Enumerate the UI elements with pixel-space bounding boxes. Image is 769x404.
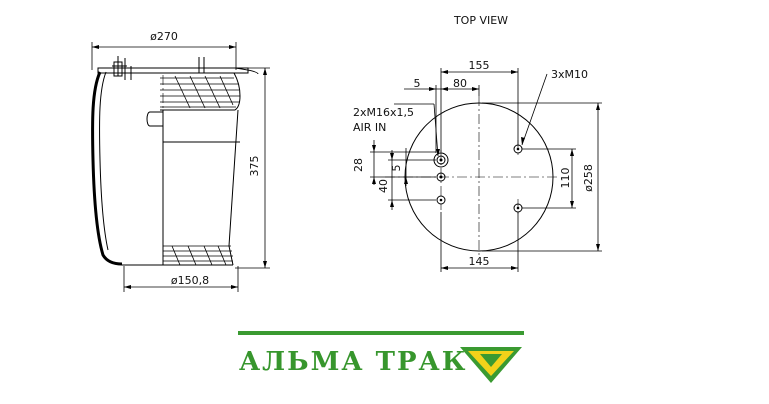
dim-40-label: 40 — [377, 179, 390, 193]
top-stud-right — [198, 57, 205, 73]
bellow-wall-left — [91, 71, 123, 266]
dim-5-left-label: 5 — [390, 165, 403, 172]
side-port — [146, 111, 163, 127]
dim-80-label: 80 — [453, 77, 467, 90]
top-stud-left — [112, 56, 132, 80]
m10-callout — [521, 73, 548, 146]
dim-5-top-label: 5 — [414, 77, 421, 90]
dim-left-stack — [370, 140, 436, 210]
bottom-diameter-label: ø150,8 — [171, 274, 209, 287]
brand-name: АЛЬМА ТРАК — [239, 347, 468, 377]
dim-top-diameter — [91, 42, 237, 70]
side-view: ø270 375 ø150,8 — [91, 30, 270, 292]
dim-height — [235, 67, 270, 269]
dim-155-label: 155 — [469, 59, 490, 72]
dim-110 — [522, 148, 576, 209]
chevron-check-logo — [460, 347, 522, 383]
dim-258-label: ø258 — [582, 164, 595, 192]
top-plate — [97, 67, 249, 74]
dim-bottom-diameter — [123, 266, 239, 292]
dim-80 — [404, 85, 480, 153]
top-diameter-label: ø270 — [150, 30, 178, 43]
top-view: TOP VIEW — [352, 14, 602, 272]
dim-258 — [482, 102, 602, 252]
m16-callout — [394, 103, 440, 157]
dim-155 — [440, 68, 519, 152]
dim-28-label: 28 — [352, 158, 365, 172]
dim-110-label: 110 — [559, 168, 572, 189]
height-label: 375 — [248, 156, 261, 177]
dim-145-label: 145 — [469, 255, 490, 268]
upper-bead — [160, 72, 241, 111]
m16-label: 2xM16x1,5 — [353, 106, 414, 119]
m10-label: 3xM10 — [551, 68, 588, 81]
dim-145 — [440, 212, 519, 272]
top-view-title: TOP VIEW — [453, 14, 508, 27]
brand-divider — [238, 331, 524, 335]
lower-bead — [163, 245, 233, 266]
piston-right-edge — [228, 109, 239, 266]
air-in-label: AIR IN — [353, 121, 386, 134]
